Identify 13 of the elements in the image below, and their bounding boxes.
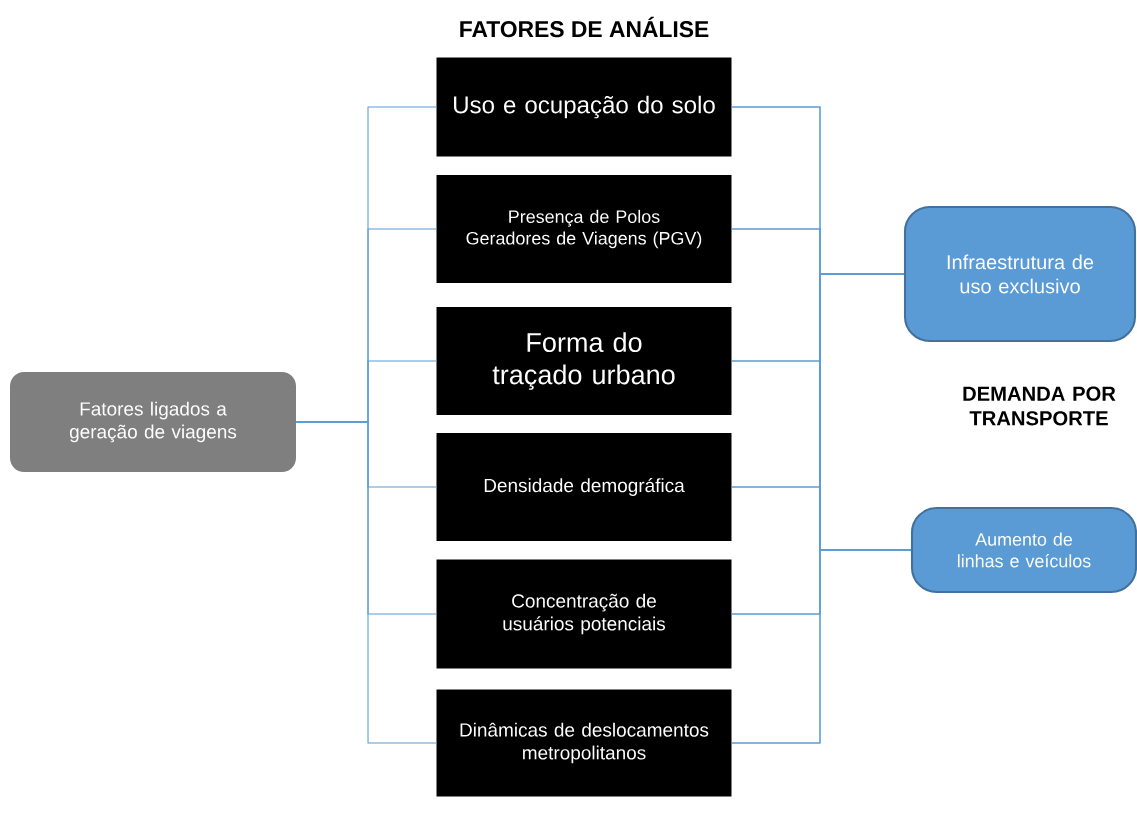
title: FATORES DE ANÁLISE bbox=[460, 16, 709, 38]
factor-box: Densidade demográfica bbox=[436, 433, 732, 541]
factor-box: Presença de Polos Geradores de Viagens (PGV) bbox=[436, 175, 732, 283]
factor-box: Uso e ocupação do solo bbox=[436, 57, 732, 157]
outcome-box: Aumento de linhas e veículos bbox=[910, 506, 1137, 594]
connector-line bbox=[295, 421, 437, 744]
outcome-box: Infraestrutura de uso exclusivo bbox=[903, 205, 1137, 343]
section-heading: DEMANDA POR TRANSPORTE bbox=[963, 386, 1116, 426]
factor-box: Forma do traçado urbano bbox=[436, 307, 732, 415]
factor-box: Fatores ligados a geração de viagens bbox=[10, 372, 296, 472]
connector-line bbox=[731, 549, 912, 744]
factor-box: Concentração de usuários potenciais bbox=[436, 559, 732, 669]
factor-box: Dinâmicas de deslocamentos metropolitanos bbox=[436, 689, 732, 797]
